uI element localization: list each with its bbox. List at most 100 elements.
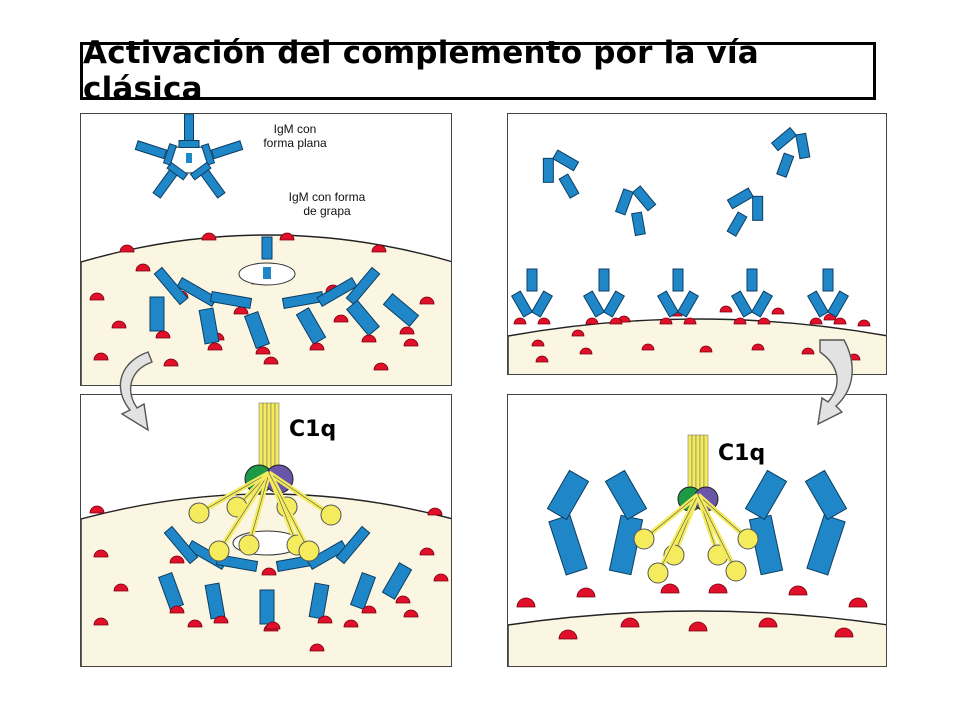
c1q-head xyxy=(647,562,669,584)
c1q-arm-outline xyxy=(697,494,749,540)
antibody-segment xyxy=(726,211,748,237)
c1q-stalk xyxy=(699,434,705,496)
c1q-stalk xyxy=(258,402,264,474)
antigen-dot xyxy=(419,547,435,556)
antibody-segment xyxy=(210,140,244,160)
igg-antibody xyxy=(614,185,657,237)
antigen-dot xyxy=(111,320,127,329)
title-box: Activación del complemento por la vía cl… xyxy=(80,35,876,107)
antigen-dot xyxy=(733,317,747,325)
antibody-segment xyxy=(582,290,606,318)
antigen-dot xyxy=(93,549,109,558)
antibody-segment xyxy=(186,153,192,163)
antibody-segment xyxy=(546,469,590,521)
antigen-dot xyxy=(535,355,549,363)
antibody-segment xyxy=(631,211,646,237)
c1q-stalk xyxy=(266,402,272,474)
c1q-head xyxy=(737,528,759,550)
antigen-dot xyxy=(801,347,815,355)
cell-membrane xyxy=(508,318,886,374)
antibody-segment xyxy=(806,290,830,318)
antibody-segment xyxy=(631,185,657,212)
antibody-segment xyxy=(163,525,199,565)
antigen-dot xyxy=(333,314,349,323)
antigen-dot xyxy=(309,643,325,652)
antibody-segment xyxy=(750,290,774,318)
antigen-dot xyxy=(751,343,765,351)
antibody-segment xyxy=(526,268,538,292)
antibody-segment xyxy=(261,236,273,260)
antibody-segment xyxy=(614,188,634,216)
c1q-arm-outline xyxy=(697,494,737,572)
antibody-segment xyxy=(349,571,377,611)
c1q-arm-outline xyxy=(218,472,270,552)
c1q-stalk xyxy=(695,434,701,496)
curved-arrow-icon xyxy=(119,351,153,432)
igg-binding-drawing xyxy=(508,126,886,374)
antibody-segment xyxy=(510,290,534,318)
antibody-segment xyxy=(335,525,371,565)
panel-igm-forms: IgM con forma plana IgM con forma de gra… xyxy=(80,113,452,386)
antigen-dot xyxy=(309,342,325,351)
antibody-segment xyxy=(558,173,580,199)
c1q-head xyxy=(320,504,342,526)
c1q-arm-outline xyxy=(643,494,699,540)
antibody-segment xyxy=(178,140,200,148)
c1q-head xyxy=(238,534,260,556)
cell-membrane xyxy=(508,610,886,666)
antibody-segment xyxy=(306,539,348,571)
c1q-igg-drawing xyxy=(508,434,886,666)
cell-membrane xyxy=(81,234,451,385)
antigen-dot xyxy=(317,615,333,624)
antigen-dot xyxy=(516,597,536,608)
antigen-dot xyxy=(579,347,593,355)
antibody-segment xyxy=(345,266,381,306)
antibody-segment xyxy=(822,268,834,292)
c1q-arm-outline xyxy=(268,472,332,516)
antibody-segment xyxy=(189,161,212,181)
panel-igg-binding xyxy=(507,113,887,375)
antibody-segment xyxy=(263,267,271,279)
transition-arrow-right xyxy=(817,339,853,426)
c1q-arm-outline xyxy=(657,494,699,574)
page-title: Activación del complemento por la vía cl… xyxy=(83,35,759,107)
antigen-dot xyxy=(279,232,295,241)
antigen-dot xyxy=(660,583,680,594)
antibody-segment xyxy=(656,290,680,318)
antigen-dot xyxy=(89,292,105,301)
antigen-dot xyxy=(371,244,387,253)
antigen-dot xyxy=(641,343,655,351)
igg-antibody xyxy=(726,187,764,237)
c1q-stalk xyxy=(262,402,268,474)
transition-arrow-left xyxy=(119,351,153,432)
antibody-segment xyxy=(552,149,580,172)
antigen-dot xyxy=(265,621,281,630)
antibody-segment xyxy=(382,293,420,327)
igg-antibody xyxy=(542,149,580,199)
igg-antibody xyxy=(770,126,811,178)
antibody-segment xyxy=(295,307,327,345)
antibody-segment xyxy=(776,152,795,178)
antigen-dot xyxy=(427,507,443,516)
antibody-segment xyxy=(259,589,275,625)
igg-antibody xyxy=(806,268,850,318)
antigen-dot xyxy=(848,597,868,608)
antibody-segment xyxy=(381,562,413,600)
antigen-dot xyxy=(89,505,105,514)
antibody-segment xyxy=(744,469,788,521)
c1q-head xyxy=(633,528,655,550)
antibody-segment xyxy=(184,114,194,145)
antigen-dot xyxy=(757,317,771,325)
curved-arrow-icon xyxy=(817,339,853,426)
antibody-segment xyxy=(316,276,358,308)
antigen-dot xyxy=(699,345,713,353)
antigen-dot xyxy=(119,244,135,253)
antigen-dot xyxy=(201,232,217,241)
c1q-head xyxy=(188,502,210,524)
antigen-dot xyxy=(758,617,778,628)
c1q-stalk xyxy=(687,434,693,496)
c1q-stalk xyxy=(691,434,697,496)
antibody-segment xyxy=(162,143,178,166)
antibody-segment xyxy=(804,469,848,521)
antigen-dot xyxy=(93,617,109,626)
